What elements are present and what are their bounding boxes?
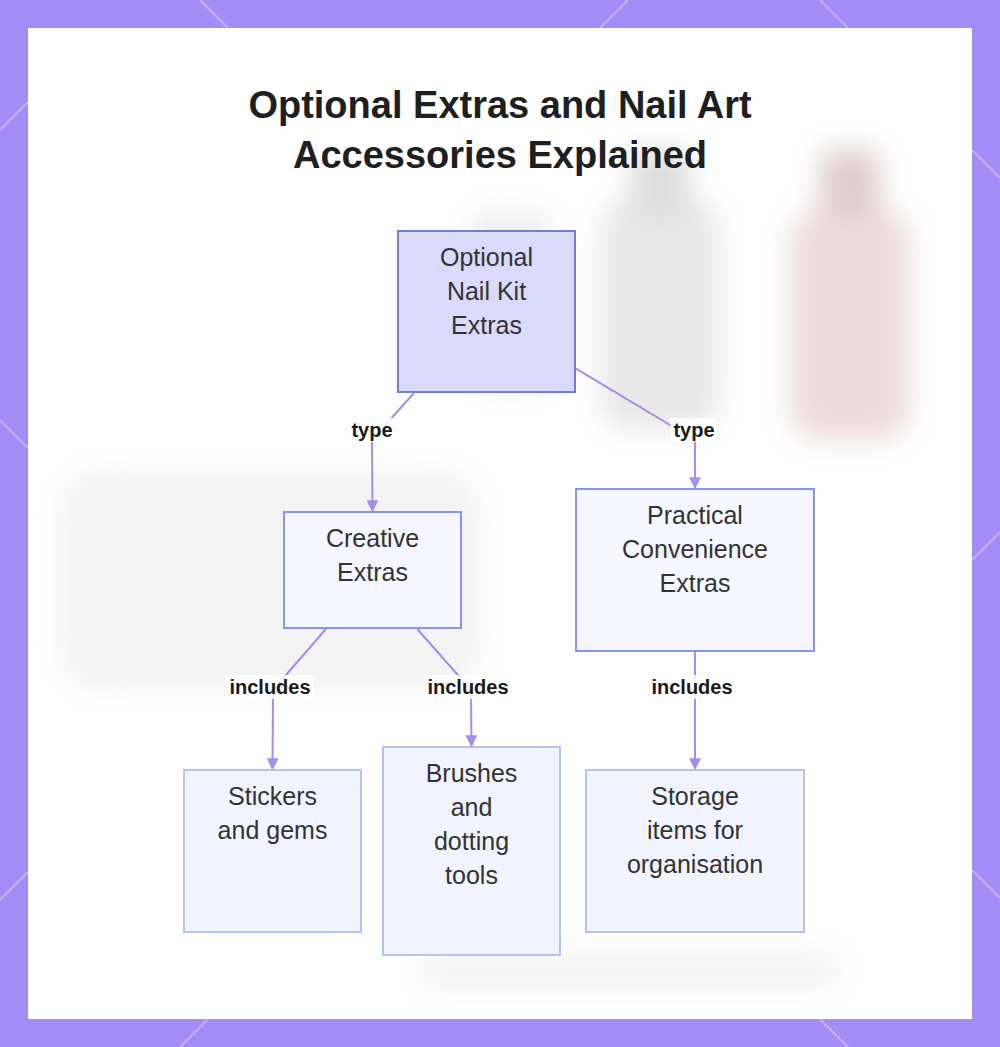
node-label: Practical Convenience Extras xyxy=(603,498,788,600)
background-illustration xyxy=(60,150,910,990)
connector-line xyxy=(372,393,414,511)
node-label: Stickers and gems xyxy=(213,779,333,847)
node-label: Optional Nail Kit Extras xyxy=(427,240,547,342)
node-label: Storage items for organisation xyxy=(620,779,770,881)
diagram-title: Optional Extras and Nail Art Accessories… xyxy=(200,80,800,180)
canvas-background xyxy=(28,28,972,1019)
item-box: Storage items for organisation xyxy=(585,769,805,933)
connector-line xyxy=(273,629,326,769)
item-box: Brushes and dotting tools xyxy=(382,746,561,956)
category-box: Practical Convenience Extras xyxy=(575,488,815,652)
category-box: Creative Extras xyxy=(283,511,462,629)
root-box: Optional Nail Kit Extras xyxy=(397,230,576,393)
connector-line xyxy=(694,652,696,769)
node-label: Brushes and dotting tools xyxy=(422,756,522,892)
item-box: Stickers and gems xyxy=(183,769,362,933)
edge-label: includes xyxy=(226,675,313,699)
edge-label: type xyxy=(348,418,395,442)
node-label: Creative Extras xyxy=(308,521,438,589)
edge-label: includes xyxy=(648,675,735,699)
edge-label: type xyxy=(670,418,717,442)
edge-label: includes xyxy=(424,675,511,699)
